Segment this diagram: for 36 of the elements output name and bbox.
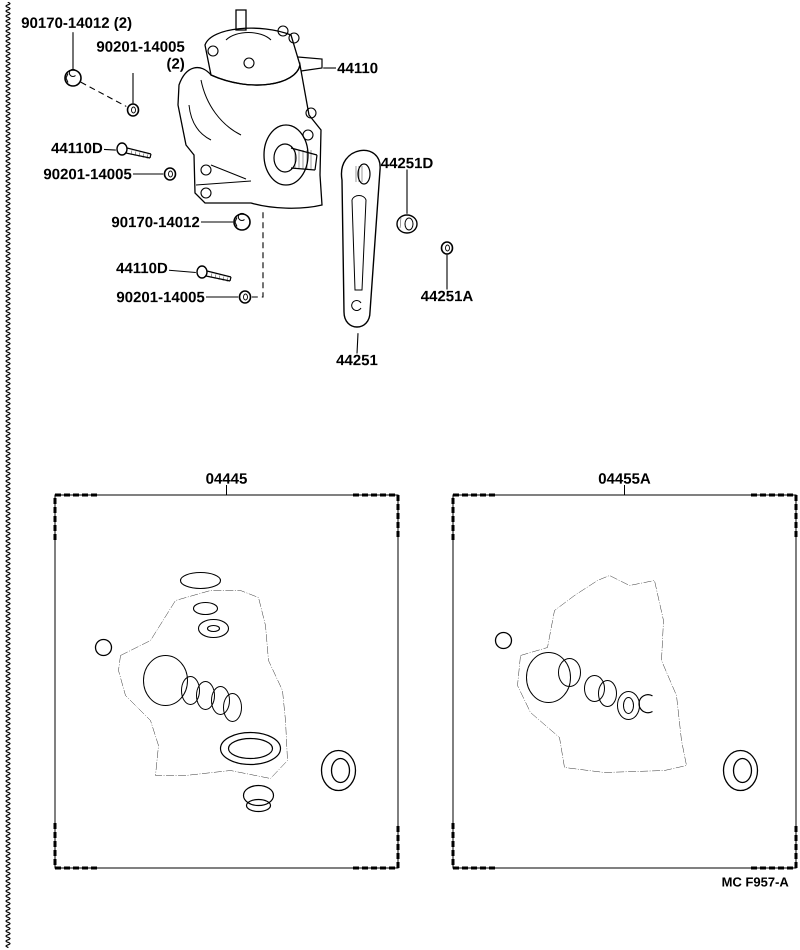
washer-drawing (440, 241, 454, 255)
part-number: 44251 (336, 354, 378, 366)
leader-line (206, 296, 238, 298)
washer-drawing (238, 290, 252, 304)
leader-line (201, 221, 234, 223)
leader-line (406, 170, 408, 214)
part-number: 44110D (116, 262, 168, 274)
washer-drawing (126, 103, 140, 117)
part-number: 90201-14005 (116, 292, 204, 302)
part-number: 44251A (420, 290, 473, 302)
kit-number: 04455A (598, 473, 650, 484)
washer-drawing (164, 167, 176, 181)
kit-number: 04445 (206, 473, 247, 484)
part-number: 44110 (337, 62, 378, 74)
leader-line (133, 173, 164, 175)
part-number: 44110D (51, 142, 102, 154)
bushing-drawing (396, 214, 418, 234)
nut-drawing (233, 212, 251, 231)
leader-line (104, 148, 116, 151)
leader-line (132, 73, 134, 104)
pitman-arm-drawing (340, 150, 381, 328)
bolt-drawing (116, 142, 152, 159)
leader-line (323, 67, 336, 69)
part-number: 44251D (380, 158, 433, 168)
part-number: 90201-14005 (2) (96, 41, 184, 72)
leader-line (168, 270, 196, 274)
alignment-line (80, 82, 127, 107)
leader-line (72, 32, 74, 70)
part-number: 90170-14012 (112, 216, 200, 228)
leader-line (446, 254, 448, 290)
alignment-line (252, 212, 264, 298)
nut-drawing (64, 68, 82, 87)
leader-line (356, 333, 359, 354)
part-number: 90201-14005 (44, 168, 132, 180)
part-number: 90170-14012 (2) (22, 17, 132, 31)
bolt-drawing (196, 265, 232, 282)
